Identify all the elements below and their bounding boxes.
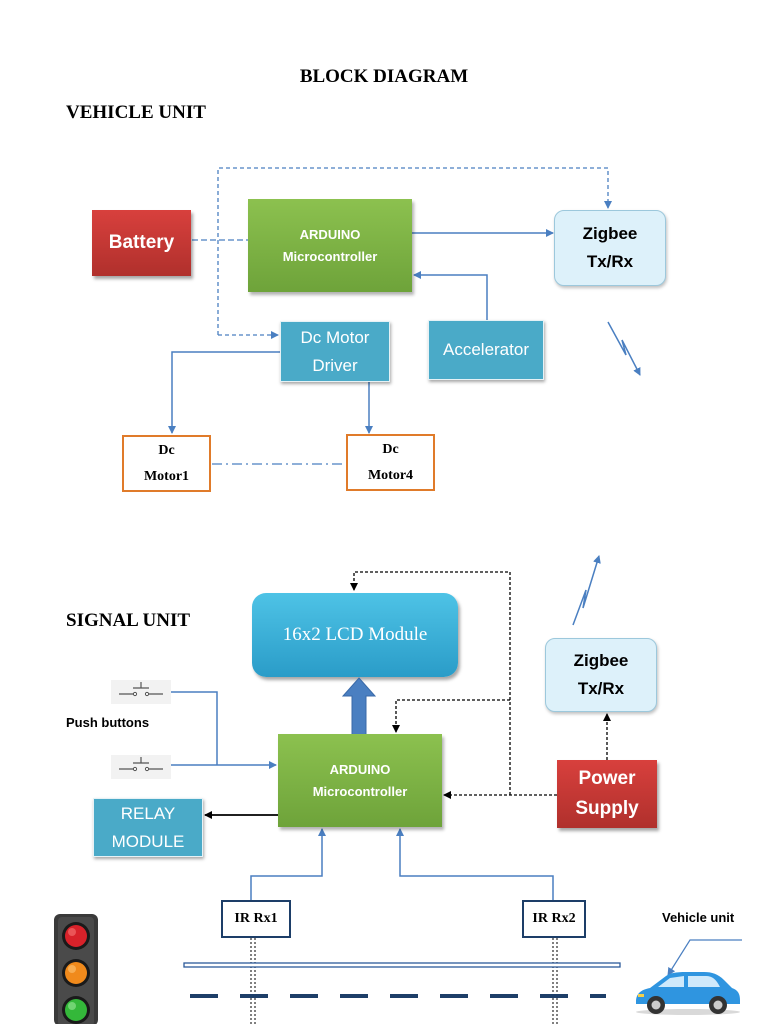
power-supply-block: Power Supply [557,760,657,828]
motor-driver-block: Dc Motor Driver [280,321,390,382]
accelerator-to-arduino-arrow [413,271,488,320]
push-button-icon-1 [111,680,171,704]
zigbee-signal-label-line1: Zigbee [573,651,629,670]
push-button-icon-2 [111,755,171,779]
lcd-module-block: 16x2 LCD Module [252,593,458,677]
ir1-to-arduino-arrow [250,828,326,900]
relay-label-line1: RELAY [120,803,176,823]
push-buttons-label: Push buttons [66,715,150,730]
relay-module-block: RELAY MODULE [93,798,203,857]
accelerator-label: Accelerator [443,340,529,359]
motor1-label-line2: Motor1 [143,468,190,484]
ir-rx1-block: IR Rx1 [221,900,291,938]
zigbee-label-line2: Tx/Rx [586,252,634,271]
arduino-signal-label-line2: Microcontroller [312,783,408,799]
push-button-line-1 [170,691,218,765]
motor1-label-line1: Dc [158,442,175,458]
arduino-label-line2: Microcontroller [282,248,378,264]
motor4-block: Dc Motor4 [346,434,435,491]
motor4-label-line2: Motor4 [367,467,414,483]
motor-driver-label-line1: Dc Motor [300,327,370,347]
motor1-block: Dc Motor1 [122,435,211,492]
arduino-label-line1: ARDUINO [299,226,361,242]
arduino-block-vehicle: ARDUINO Microcontroller [248,199,412,292]
relay-label-line2: MODULE [111,831,185,851]
battery-block: Battery [92,210,191,276]
battery-label: Battery [108,232,175,253]
arduino-to-lcd-arrow [342,677,376,736]
ir2-beam [552,938,558,1024]
accelerator-block: Accelerator [428,320,544,380]
zigbee-block-vehicle: Zigbee Tx/Rx [554,210,666,286]
arduino-block-signal: ARDUINO Microcontroller [278,734,442,827]
driver-to-motor1-arrow [168,351,280,434]
zigbee-label-line1: Zigbee [582,224,638,243]
zigbee-block-signal: Zigbee Tx/Rx [545,638,657,712]
ir-rx1-label: IR Rx1 [234,911,278,926]
motor-driver-label-line2: Driver [312,355,358,375]
ir2-to-arduino-arrow [396,828,554,900]
road-edge [183,962,621,968]
power-supply-label-line1: Power [578,768,636,789]
lcd-module-label: 16x2 LCD Module [282,624,428,645]
page-title: BLOCK DIAGRAM [299,66,469,87]
ir-rx2-block: IR Rx2 [522,900,586,938]
signal-unit-heading: SIGNAL UNIT [66,610,191,631]
zigbee-signal-label-line2: Tx/Rx [577,679,625,698]
car-icon [636,972,740,1015]
dashed-line-to-arduino [392,699,510,733]
dashed-line-to-lcd [350,571,511,795]
ir1-beam [250,938,256,1024]
power-supply-label-line2: Supply [575,798,639,819]
ir-rx2-label: IR Rx2 [532,911,576,926]
motor4-label-line1: Dc [382,441,399,457]
traffic-light-icon [54,914,98,1024]
arduino-signal-label-line1: ARDUINO [329,761,391,777]
wireless-signal-signal-unit [572,555,601,626]
vehicle-unit-label: Vehicle unit [662,910,735,925]
dashed-line-to-zigbee [217,167,612,335]
vehicle-unit-heading: VEHICLE UNIT [66,102,206,123]
wireless-signal-vehicle [607,321,641,376]
vehicle-pointer [667,939,742,976]
